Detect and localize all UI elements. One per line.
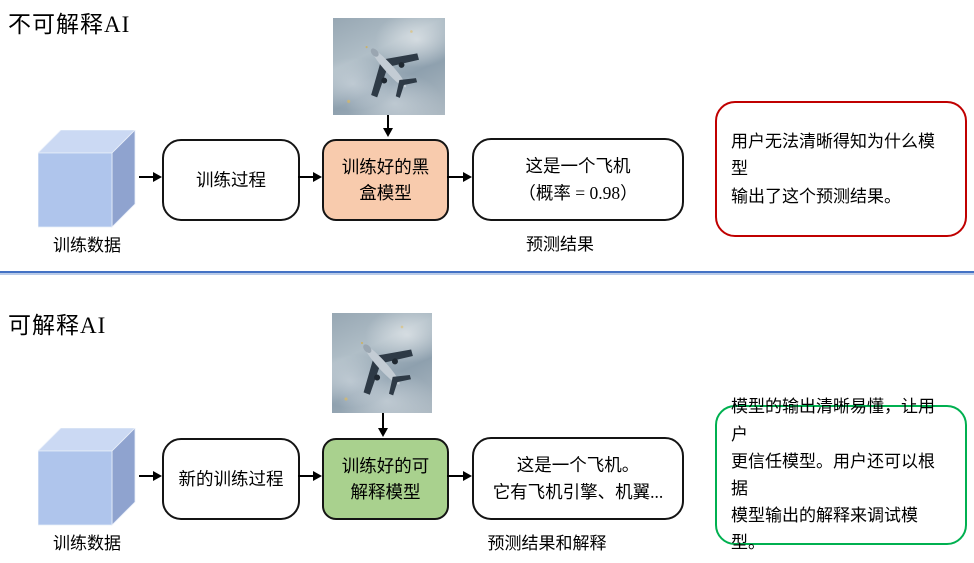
explainable-note-box: 模型的输出清晰易懂，让用户 更信任模型。用户还可以根据 模型输出的解释来调试模型… [715,397,967,552]
arrow-right-icon [447,475,464,478]
arrow-right-icon [298,475,314,478]
arrow-right-icon [139,176,154,179]
blackbox-model-box: 训练好的黑 盒模型 [322,139,449,221]
arrow-down-icon [387,115,390,129]
cube-label: 训练数据 [53,236,121,255]
training-data-cube [38,130,136,228]
training-data-cube [38,428,136,526]
arrow-right-icon [447,176,464,179]
prediction-explanation-box: 这是一个飞机。 它有飞机引擎、机翼... [472,437,684,520]
airplane-photo [332,313,432,413]
section-divider [0,271,974,275]
explainable-model-box: 训练好的可 解释模型 [322,438,449,520]
arrow-right-icon [139,475,154,478]
airplane-icon [363,344,413,396]
prediction-label: 预测结果 [526,235,594,254]
airplane-photo [333,18,445,115]
blackbox-note-box: 用户无法清晰得知为什么模型 输出了这个预测结果。 [715,101,967,237]
prediction-box: 这是一个飞机 （概率 = 0.98） [472,138,684,221]
new-process-box: 新的训练过程 [162,438,300,520]
section-title-blackbox: 不可解释AI [8,12,131,37]
process-box: 训练过程 [162,139,300,221]
arrow-right-icon [298,176,314,179]
cube-label: 训练数据 [53,534,121,553]
prediction-explanation-label: 预测结果和解释 [487,534,607,553]
arrow-down-icon [382,413,385,429]
airplane-icon [370,48,419,98]
section-title-explainable: 可解释AI [8,313,107,338]
